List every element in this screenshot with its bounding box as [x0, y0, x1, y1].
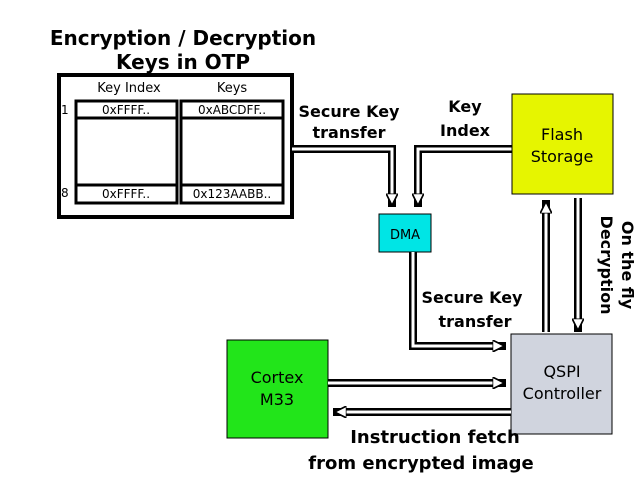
decryption-label: Decryption	[597, 216, 616, 315]
on-the-fly-label: On the fly	[618, 221, 637, 310]
otp-keys-column	[179, 99, 285, 205]
qspi-line2: Controller	[523, 384, 602, 403]
dma-label: DMA	[390, 228, 420, 243]
secure-key-transfer-mid-line1: Secure Key	[422, 288, 524, 307]
cortex-line2: M33	[260, 390, 294, 409]
qspi-controller-box	[510, 333, 613, 435]
flash-storage-line2: Storage	[531, 147, 594, 166]
key-index-label-line1: Key	[448, 97, 482, 116]
otp-row-1-number: 1	[61, 103, 69, 117]
dma-box	[378, 213, 432, 253]
flash-storage-line1: Flash	[541, 125, 583, 144]
otp-to-dma-arrow	[292, 147, 392, 203]
otp-index-column	[74, 99, 179, 205]
otp-title-line1: Encryption / Decryption	[50, 26, 316, 50]
otp-col-keys: Keys	[217, 81, 248, 96]
otp-title-line2: Keys in OTP	[116, 50, 250, 74]
key-index-label-line2: Index	[440, 121, 491, 140]
qspi-line1: QSPI	[543, 362, 580, 381]
otp-row-1-key: 0xABCDFF..	[198, 103, 266, 117]
secure-key-transfer-top-line2: transfer	[313, 123, 386, 142]
secure-key-transfer-mid-line2: transfer	[439, 312, 512, 331]
instruction-fetch-line2: from encrypted image	[308, 453, 533, 474]
instruction-fetch-line1: Instruction fetch	[350, 427, 520, 448]
cortex-m33-box	[226, 339, 329, 439]
otp-row-1-index: 0xFFFF..	[102, 103, 150, 117]
otp-row-8-index: 0xFFFF..	[102, 187, 150, 201]
otp-row-8-number: 8	[61, 186, 69, 200]
flash-storage-box	[511, 93, 614, 195]
flash-to-dma-arrow-outline	[414, 145, 512, 207]
flash-to-dma-arrow	[418, 147, 512, 203]
otp-row-8-key: 0x123AABB..	[193, 187, 272, 201]
otp-to-dma-arrow-outline	[292, 145, 396, 207]
secure-key-transfer-top-line1: Secure Key	[299, 102, 401, 121]
cortex-line1: Cortex	[251, 368, 304, 387]
otp-col-key-index: Key Index	[97, 81, 161, 96]
dma-to-qspi-arrow	[411, 252, 502, 346]
